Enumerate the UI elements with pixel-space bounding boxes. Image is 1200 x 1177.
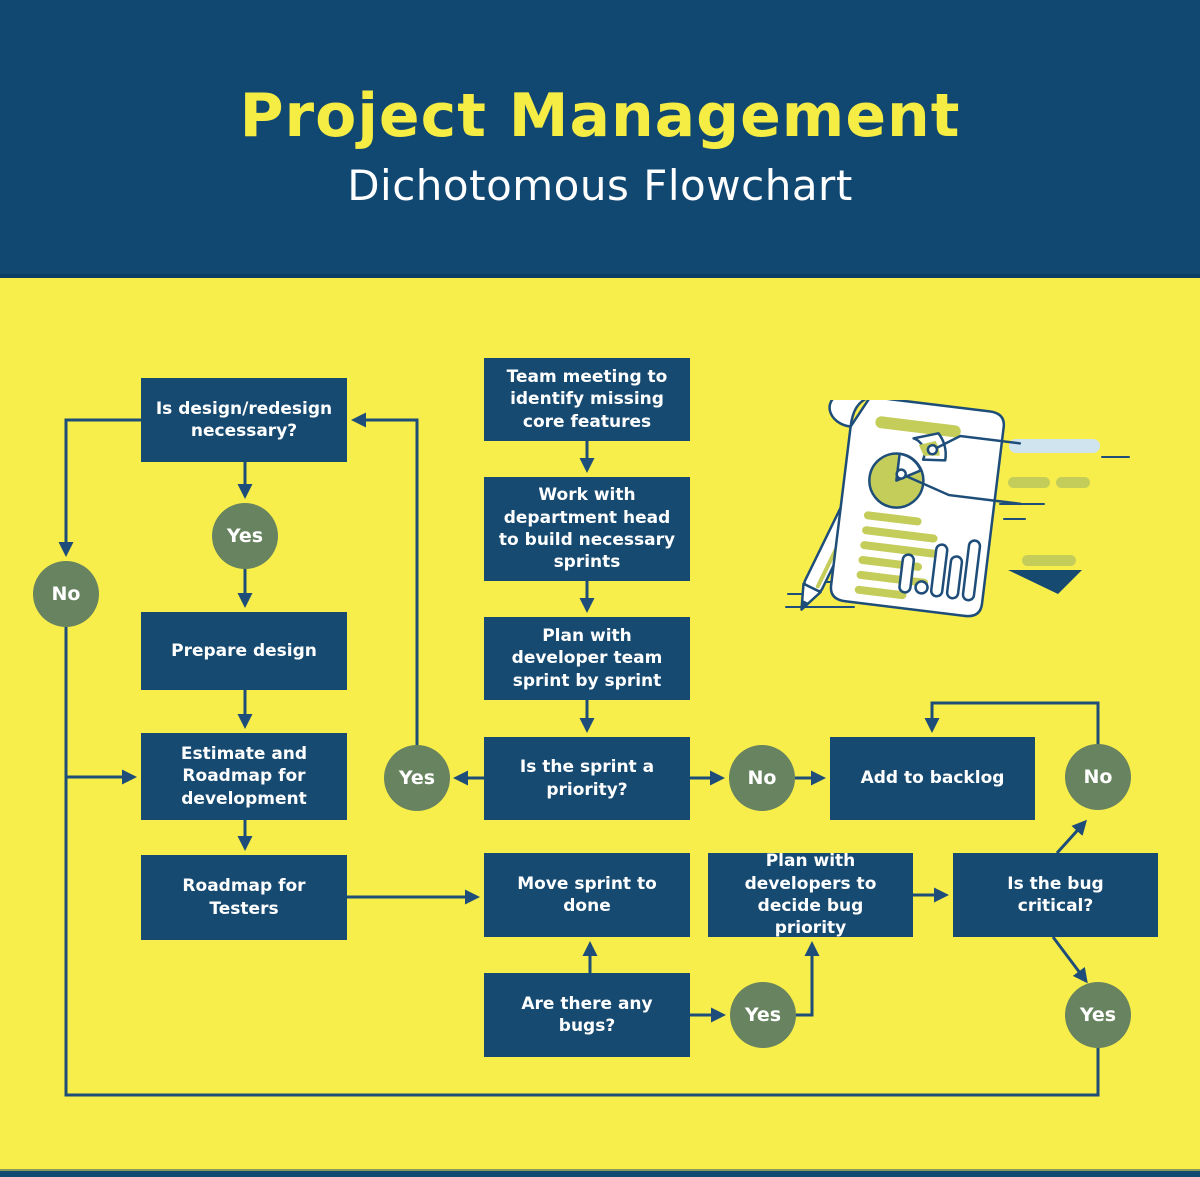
page-subtitle: Dichotomous Flowchart [347, 160, 853, 210]
node-team-meeting: Team meeting to identify missing core fe… [484, 358, 690, 441]
node-is-bug-critical: Is the bug critical? [953, 853, 1158, 937]
node-plan-developer-team: Plan with developer team sprint by sprin… [484, 617, 690, 700]
node-is-design-necessary: Is design/redesign necessary? [141, 378, 347, 462]
node-add-to-backlog: Add to backlog [830, 737, 1035, 820]
node-roadmap-testers: Roadmap for Testers [141, 855, 347, 940]
node-work-department-head: Work with department head to build neces… [484, 477, 690, 581]
footer-bar [0, 1169, 1200, 1177]
report-document-pen-illustration [785, 400, 1130, 618]
node-sprint-priority: Is the sprint a priority? [484, 737, 690, 820]
decision-yes-sprint: Yes [384, 745, 450, 811]
node-plan-bug-priority: Plan with developers to decide bug prior… [708, 851, 913, 938]
node-prepare-design: Prepare design [141, 612, 347, 690]
decision-yes-bugs: Yes [730, 982, 796, 1048]
page-header: Project Management Dichotomous Flowchart [0, 0, 1200, 278]
page-title: Project Management [239, 80, 961, 151]
decision-yes-design: Yes [212, 503, 278, 569]
node-move-sprint-done: Move sprint to done [484, 853, 690, 937]
decision-no-sprint: No [729, 745, 795, 811]
node-are-there-bugs: Are there any bugs? [484, 973, 690, 1057]
node-estimate-roadmap: Estimate and Roadmap for development [141, 733, 347, 820]
decision-yes-bug-critical: Yes [1065, 982, 1131, 1048]
decision-no-bug-critical: No [1065, 744, 1131, 810]
decision-no-design: No [33, 561, 99, 627]
